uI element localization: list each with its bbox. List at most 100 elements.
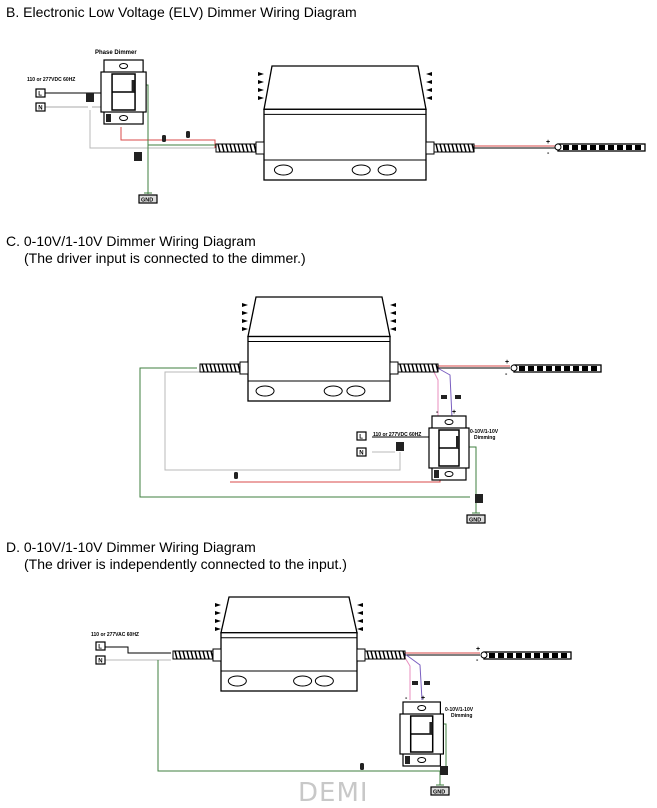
d-gnd-label: GND (433, 789, 445, 795)
c-driver-fin (242, 327, 248, 331)
b-phase-dimmer-screw-bottom (119, 115, 129, 121)
c-led-strip-led (528, 366, 534, 371)
c-n-connector (396, 442, 404, 451)
b-driver-fin (426, 72, 432, 76)
b-driver-cable-coil (459, 143, 463, 153)
c-wire-neutral (164, 371, 401, 471)
b-ground-connector (134, 152, 142, 161)
b-driver-cable-coil (241, 143, 245, 153)
b-driver-knockout (351, 164, 371, 176)
c-led-strip-led (573, 366, 579, 371)
d-dim-connector (424, 681, 430, 685)
d-driver-cable-coil (186, 650, 190, 660)
d-led-strip-led (534, 653, 540, 658)
c-dimmer-slider (456, 436, 459, 448)
b-n-connector (86, 93, 94, 102)
d-gnd-label-box (430, 786, 450, 796)
d-minus-sign: - (476, 657, 479, 664)
b-l-terminal-box (35, 88, 46, 98)
b-driver-fin (258, 88, 264, 92)
c-gnd-label: GND (469, 517, 481, 523)
d-led-strip-led (543, 653, 549, 658)
d-wire-nut (360, 763, 364, 770)
c-led-strip-led (582, 366, 588, 371)
d-driver-fin (357, 611, 363, 615)
b-led-strip-led (563, 145, 569, 150)
b-driver-cable-coil (217, 143, 221, 153)
c-driver-cable-coil (399, 363, 403, 373)
b-driver-cable-coil (467, 143, 471, 153)
d-driver-cable-coil (198, 650, 202, 660)
d-dimmer (399, 701, 445, 767)
b-driver-lid (263, 65, 427, 110)
d-driver-cable-coil (202, 650, 206, 660)
demi-watermark: DEMI (298, 778, 369, 808)
c-driver-cable-coil (415, 363, 419, 373)
c-driver-fin (242, 303, 248, 307)
c-driver-cable-coil (221, 363, 225, 373)
d-driver-cable-coil (382, 650, 386, 660)
c-driver-gland (239, 361, 249, 375)
d-dimmer-minus: - (405, 695, 408, 702)
d-dim-connector (412, 681, 418, 685)
section-c-subtitle: (The driver input is connected to the di… (24, 250, 306, 266)
c-dimming-label-1: 0-10V/1-10V (470, 429, 499, 435)
c-dimmer-minus: - (436, 409, 439, 416)
b-driver-cable-coil (229, 143, 233, 153)
c-dimmer-terminal (434, 470, 439, 478)
b-phase-dimmer-screw-top (119, 63, 129, 69)
c-driver-gland (389, 361, 399, 375)
d-dimmer-screw-top (417, 705, 427, 711)
d-driver-fin (215, 603, 221, 607)
d-n-terminal-box (95, 655, 106, 665)
d-led-strip-led (516, 653, 522, 658)
d-driver-cable-coil (206, 650, 210, 660)
b-driver-gland (255, 141, 265, 155)
c-driver-cable-coil (201, 363, 205, 373)
c-dimmer-screw-top (444, 419, 454, 425)
d-led-strip-led (498, 653, 504, 658)
b-driver-cable-coil (463, 143, 467, 153)
c-dimmer-plus: + (452, 409, 456, 416)
section-c-title: C. 0-10V/1-10V Dimmer Wiring Diagram (6, 233, 256, 249)
c-l-terminal-box (356, 431, 367, 441)
b-driver-fin (426, 96, 432, 100)
d-driver-cable-coil (174, 650, 178, 660)
b-plus-sign: + (546, 139, 550, 146)
c-gnd-label-box (466, 514, 486, 524)
c-driver-cable-coil (435, 363, 439, 373)
d-l-terminal: L (98, 645, 102, 651)
d-driver-cable-coil (182, 650, 186, 660)
d-driver-fin (215, 611, 221, 615)
d-led-strip-led (507, 653, 513, 658)
c-wire-dim-plus (433, 365, 453, 419)
b-gnd-label: GND (141, 197, 153, 203)
c-driver-cable-coil (205, 363, 209, 373)
b-driver-cable-coil (443, 143, 447, 153)
c-dimmer-screw-bottom (444, 471, 454, 477)
b-driver-fin (426, 80, 432, 84)
b-n-terminal-box (35, 102, 46, 112)
d-wire-ground (157, 660, 440, 772)
c-driver-cable-coil (217, 363, 221, 373)
b-driver-fin (258, 72, 264, 76)
c-driver-cable-coil (407, 363, 411, 373)
b-driver-cable-coil (233, 143, 237, 153)
b-wire-neutral (89, 110, 215, 149)
b-led-strip-led (572, 145, 578, 150)
c-driver-cable-coil (411, 363, 415, 373)
c-driver-cable-coil (403, 363, 407, 373)
c-n-terminal-box (356, 447, 367, 457)
d-driver-fin (215, 627, 221, 631)
d-driver-gland (356, 648, 366, 662)
b-driver-cable-coil (447, 143, 451, 153)
d-ground-connector (440, 766, 448, 775)
c-wire-live (230, 478, 441, 483)
b-led-strip-led (599, 145, 605, 150)
d-driver-knockout (227, 675, 247, 687)
b-dimmer-label: Phase Dimmer (95, 50, 137, 56)
c-ground-connector (475, 494, 483, 503)
c-led-strip-connector (510, 364, 518, 372)
c-driver-fin (242, 319, 248, 323)
c-driver-cable-coil (423, 363, 427, 373)
